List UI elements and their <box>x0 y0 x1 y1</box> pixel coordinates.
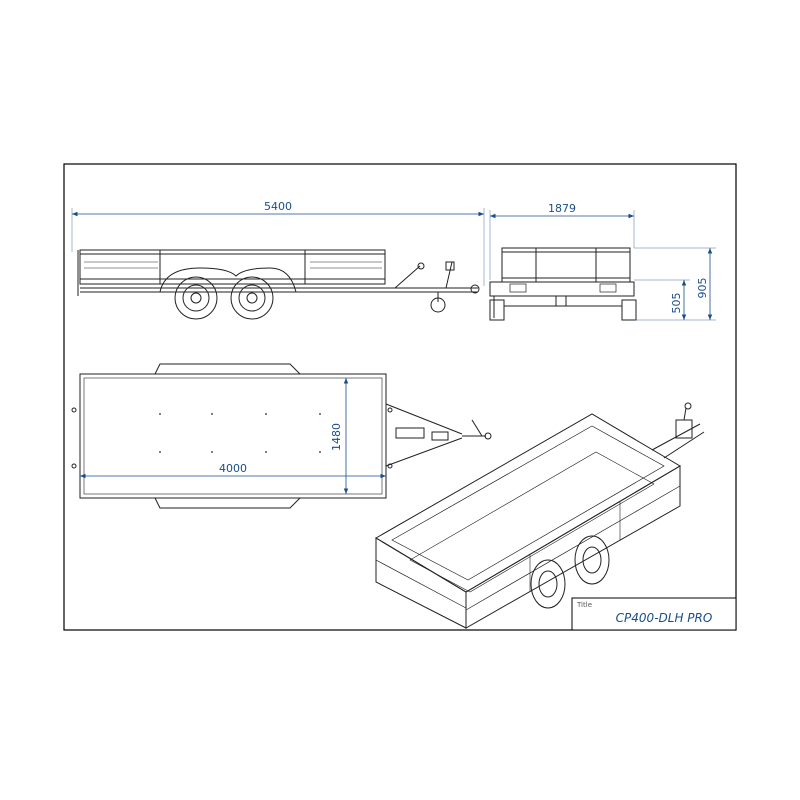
title-block-label: Title <box>576 601 592 609</box>
dimension-label-length: 5400 <box>264 200 292 213</box>
title-block: Title CP400-DLH PRO <box>571 597 737 631</box>
rear-view <box>489 247 637 321</box>
dimension-label-height-deck: 505 <box>670 293 683 314</box>
side-wheel-rear <box>230 276 274 320</box>
dimension-label-height-total: 905 <box>696 278 709 299</box>
dimension-bed-width: 1480 <box>330 378 349 494</box>
iso-wheel-front <box>530 559 566 609</box>
isometric-view <box>375 402 705 629</box>
dimension-overall-length: 5400 <box>71 200 485 286</box>
jockey-wheel <box>430 297 446 313</box>
dimension-label-bed-length: 4000 <box>219 462 247 475</box>
dimension-bed-length: 4000 <box>80 462 386 479</box>
drawing-frame <box>63 163 737 631</box>
dimension-height-total: 905 <box>634 247 716 321</box>
title-block-value: CP400-DLH PRO <box>616 611 713 625</box>
dimension-label-bed-width: 1480 <box>330 423 343 451</box>
side-view <box>77 249 480 320</box>
dimension-overall-width: 1879 <box>489 202 635 280</box>
side-wheel-front <box>174 276 218 320</box>
dimension-label-width: 1879 <box>548 202 576 215</box>
dimension-height-deck: 505 <box>634 279 690 320</box>
iso-wheel-rear <box>574 535 610 585</box>
top-view <box>71 363 492 509</box>
